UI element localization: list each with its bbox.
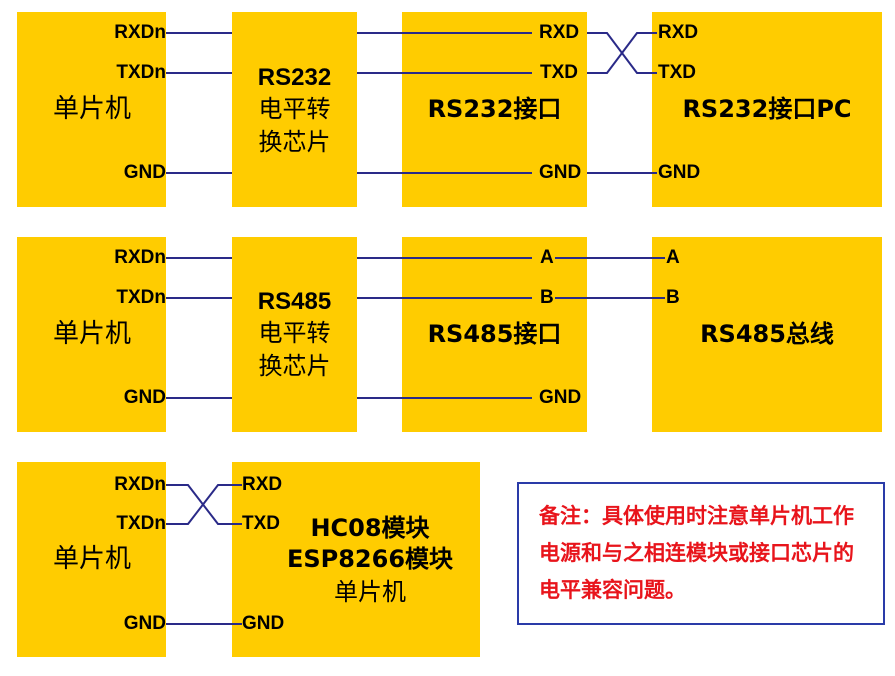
row2-mcu-txd-label: TXDn bbox=[116, 287, 166, 308]
note-text: 备注：具体使用时注意单片机工作电源和与之相连模块或接口芯片的电平兼容问题。 bbox=[539, 504, 854, 602]
row3-module-line3: 单片机 bbox=[334, 578, 406, 606]
row2-mcu-gnd-label: GND bbox=[123, 387, 166, 408]
row2-chip-line1: RS485 bbox=[257, 288, 332, 315]
row3-module-rxd-label: RXD bbox=[242, 474, 283, 495]
row2-bus-title: RS485总线 bbox=[700, 320, 834, 348]
row1-mcu-rxd-label: RXDn bbox=[114, 22, 166, 43]
row1-pc-gnd-label: GND bbox=[658, 162, 701, 183]
row1-pc-pin2-label: TXD bbox=[658, 62, 696, 83]
row2-iface-gnd-label: GND bbox=[539, 387, 582, 408]
row1-pc-title: RS232接口PC bbox=[682, 95, 852, 123]
row1-mcu-txd-label: TXDn bbox=[116, 62, 166, 83]
row3-module-box bbox=[232, 462, 480, 657]
row1-chip-line3: 换芯片 bbox=[258, 128, 331, 156]
row2-chip-line2: 电平转 bbox=[258, 319, 331, 347]
row3-module-label: HC08模块 ESP8266模块 单片机 bbox=[275, 513, 465, 609]
row3-module-line2: ESP8266模块 bbox=[286, 545, 454, 573]
row3-module-gnd-label: GND bbox=[242, 613, 285, 634]
row1-chip-line2: 电平转 bbox=[258, 95, 331, 123]
row2-bus-pin1-label: A bbox=[666, 247, 680, 268]
row3-mcu-rxd-label: RXDn bbox=[114, 474, 166, 495]
row1-mcu-title: 单片机 bbox=[53, 94, 132, 124]
row1-pc-pin1-label: RXD bbox=[658, 22, 699, 43]
row1-iface-pin1-label: RXD bbox=[539, 22, 580, 43]
row2-chip-line3: 换芯片 bbox=[258, 352, 331, 380]
row2-chip-box bbox=[232, 237, 357, 432]
row2-chip-label: RS485 电平转 换芯片 bbox=[232, 287, 357, 383]
row2-mcu-title: 单片机 bbox=[53, 319, 132, 349]
row2-bus-box bbox=[652, 237, 882, 432]
row3-cross-wire-2 bbox=[166, 484, 242, 525]
row2-mcu-rxd-label: RXDn bbox=[114, 247, 166, 268]
row2-iface-pin2-label: B bbox=[540, 287, 554, 308]
row1-pc-box bbox=[652, 12, 882, 207]
row1-iface-gnd-label: GND bbox=[539, 162, 582, 183]
row1-mcu-gnd-label: GND bbox=[123, 162, 166, 183]
row3-module-line1: HC08模块 bbox=[310, 514, 430, 542]
row1-cross-wire-2 bbox=[587, 32, 657, 74]
row2-mcu-box bbox=[17, 237, 166, 432]
row2-iface-title: RS485接口 bbox=[427, 320, 562, 348]
row3-module-txd-label: TXD bbox=[242, 513, 280, 534]
row2-iface-pin1-label: A bbox=[540, 247, 554, 268]
row1-chip-label: RS232 电平转 换芯片 bbox=[232, 63, 357, 159]
row1-iface-title: RS232接口 bbox=[427, 95, 562, 123]
row2-iface-box bbox=[402, 237, 587, 432]
row3-mcu-box bbox=[17, 462, 166, 657]
row3-mcu-gnd-label: GND bbox=[123, 613, 166, 634]
row1-iface-pin2-label: TXD bbox=[540, 62, 578, 83]
note-box: 备注：具体使用时注意单片机工作电源和与之相连模块或接口芯片的电平兼容问题。 bbox=[517, 482, 885, 625]
row3-mcu-title: 单片机 bbox=[53, 544, 132, 574]
row1-iface-box bbox=[402, 12, 587, 207]
row1-mcu-box bbox=[17, 12, 166, 207]
row1-chip-line1: RS232 bbox=[257, 64, 332, 91]
row3-mcu-txd-label: TXDn bbox=[116, 513, 166, 534]
row2-bus-pin2-label: B bbox=[666, 287, 680, 308]
row1-chip-box bbox=[232, 12, 357, 207]
